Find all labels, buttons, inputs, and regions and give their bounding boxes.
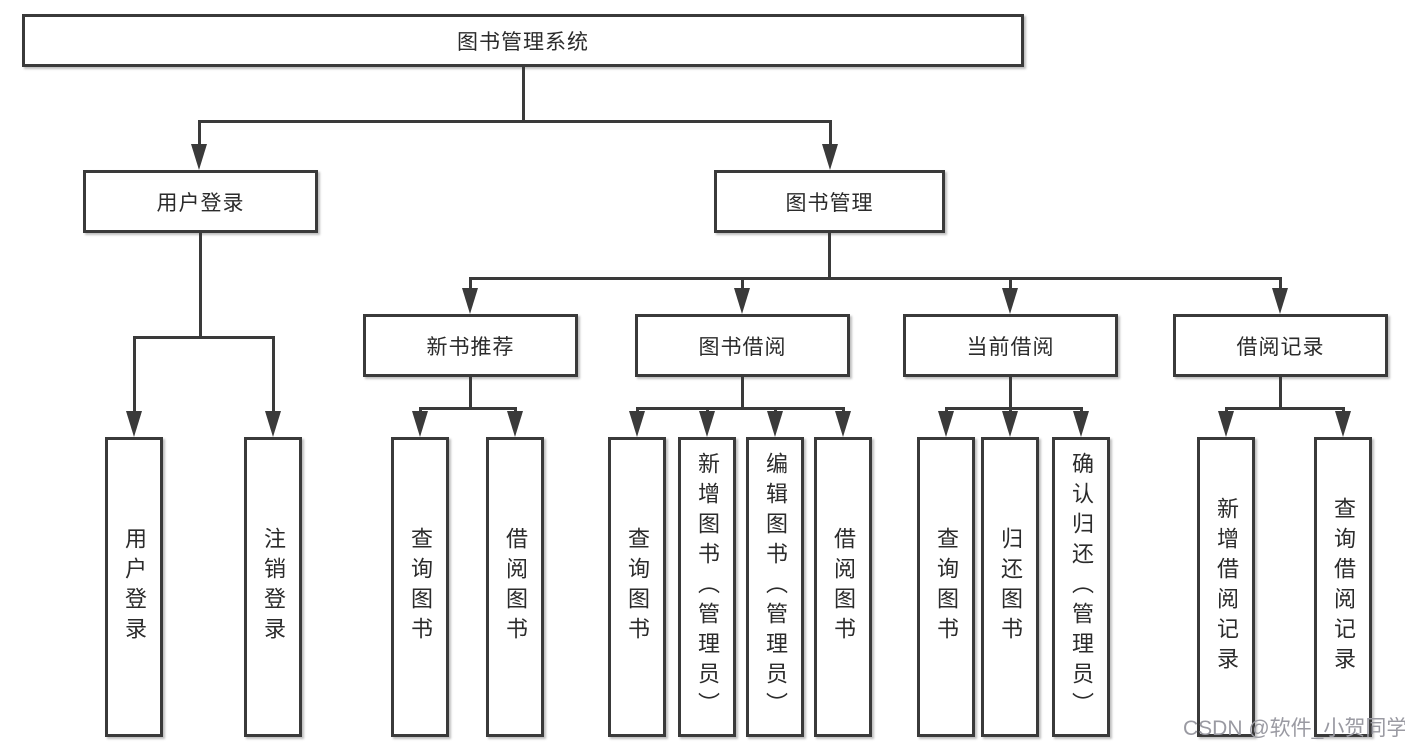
arrowhead-down-icon (1002, 288, 1018, 314)
node-recommend-query-books: 查询图书 (391, 437, 449, 737)
watermark: CSDN @软件_小贺同学 (1183, 717, 1405, 740)
arrow-stem (198, 120, 201, 146)
connector-bar (946, 407, 1081, 410)
node-edit-book-admin: 编辑图书（管理员） (746, 437, 804, 737)
arrow-stem (133, 336, 136, 413)
arrow-stem (1279, 277, 1282, 290)
node-logout: 注销登录 (244, 437, 302, 737)
node-label: 查询图书 (408, 527, 433, 647)
arrow-stem (272, 336, 275, 413)
arrowhead-down-icon (1335, 411, 1351, 437)
arrowhead-down-icon (938, 411, 954, 437)
connector-bar (134, 336, 274, 339)
node-root: 图书管理系统 (22, 14, 1024, 67)
node-label: 查询借阅记录 (1331, 497, 1356, 677)
node-label: 新增图书（管理员） (695, 452, 720, 722)
node-borrow-records: 借阅记录 (1173, 314, 1388, 377)
arrow-stem (469, 277, 472, 290)
node-label: 新增借阅记录 (1214, 497, 1239, 677)
arrow-stem (829, 120, 832, 146)
node-add-borrow-record: 新增借阅记录 (1197, 437, 1255, 737)
arrowhead-down-icon (126, 411, 142, 437)
node-label: 用户登录 (122, 527, 147, 647)
node-current-borrow: 当前借阅 (903, 314, 1118, 377)
arrow-stem (1009, 277, 1012, 290)
node-add-book-admin: 新增图书（管理员） (678, 437, 736, 737)
connector-bar (198, 120, 832, 123)
node-user-login-action: 用户登录 (105, 437, 163, 737)
node-label: 确认归还（管理员） (1069, 452, 1094, 722)
arrowhead-down-icon (191, 144, 207, 170)
connector-bar (637, 407, 843, 410)
node-label: 归还图书 (998, 527, 1023, 647)
connector-stub (199, 233, 202, 336)
connector-bar (420, 407, 515, 410)
arrowhead-down-icon (699, 411, 715, 437)
arrowhead-down-icon (265, 411, 281, 437)
connector-stub (469, 377, 472, 407)
arrowhead-down-icon (767, 411, 783, 437)
arrowhead-down-icon (1272, 288, 1288, 314)
node-label: 注销登录 (261, 527, 286, 647)
connector-bar (470, 277, 1281, 280)
connector-stub (828, 233, 831, 277)
node-current-query-books: 查询图书 (917, 437, 975, 737)
node-book-borrow: 图书借阅 (635, 314, 850, 377)
arrowhead-down-icon (629, 411, 645, 437)
node-user-login: 用户登录 (83, 170, 318, 233)
connector-bar (1226, 407, 1343, 410)
node-label: 查询图书 (934, 527, 959, 647)
arrowhead-down-icon (462, 288, 478, 314)
connector-stub (1279, 377, 1282, 407)
node-borrow-borrow-books: 借阅图书 (814, 437, 872, 737)
node-query-borrow-record: 查询借阅记录 (1314, 437, 1372, 737)
node-label: 编辑图书（管理员） (763, 452, 788, 722)
connector-stub (1009, 377, 1012, 407)
connector-stub (522, 67, 525, 120)
arrow-stem (741, 277, 744, 290)
arrowhead-down-icon (734, 288, 750, 314)
node-label: 借阅图书 (503, 527, 528, 647)
arrowhead-down-icon (1002, 411, 1018, 437)
arrowhead-down-icon (1073, 411, 1089, 437)
arrowhead-down-icon (507, 411, 523, 437)
node-label: 查询图书 (625, 527, 650, 647)
node-recommend-borrow-books: 借阅图书 (486, 437, 544, 737)
node-label: 借阅图书 (831, 527, 856, 647)
node-confirm-return-admin: 确认归还（管理员） (1052, 437, 1110, 737)
node-new-book-recommend: 新书推荐 (363, 314, 578, 377)
node-borrow-query-books: 查询图书 (608, 437, 666, 737)
node-return-book: 归还图书 (981, 437, 1039, 737)
arrowhead-down-icon (1218, 411, 1234, 437)
arrowhead-down-icon (412, 411, 428, 437)
arrowhead-down-icon (835, 411, 851, 437)
arrowhead-down-icon (822, 144, 838, 170)
node-book-management: 图书管理 (714, 170, 945, 233)
connector-stub (741, 377, 744, 407)
